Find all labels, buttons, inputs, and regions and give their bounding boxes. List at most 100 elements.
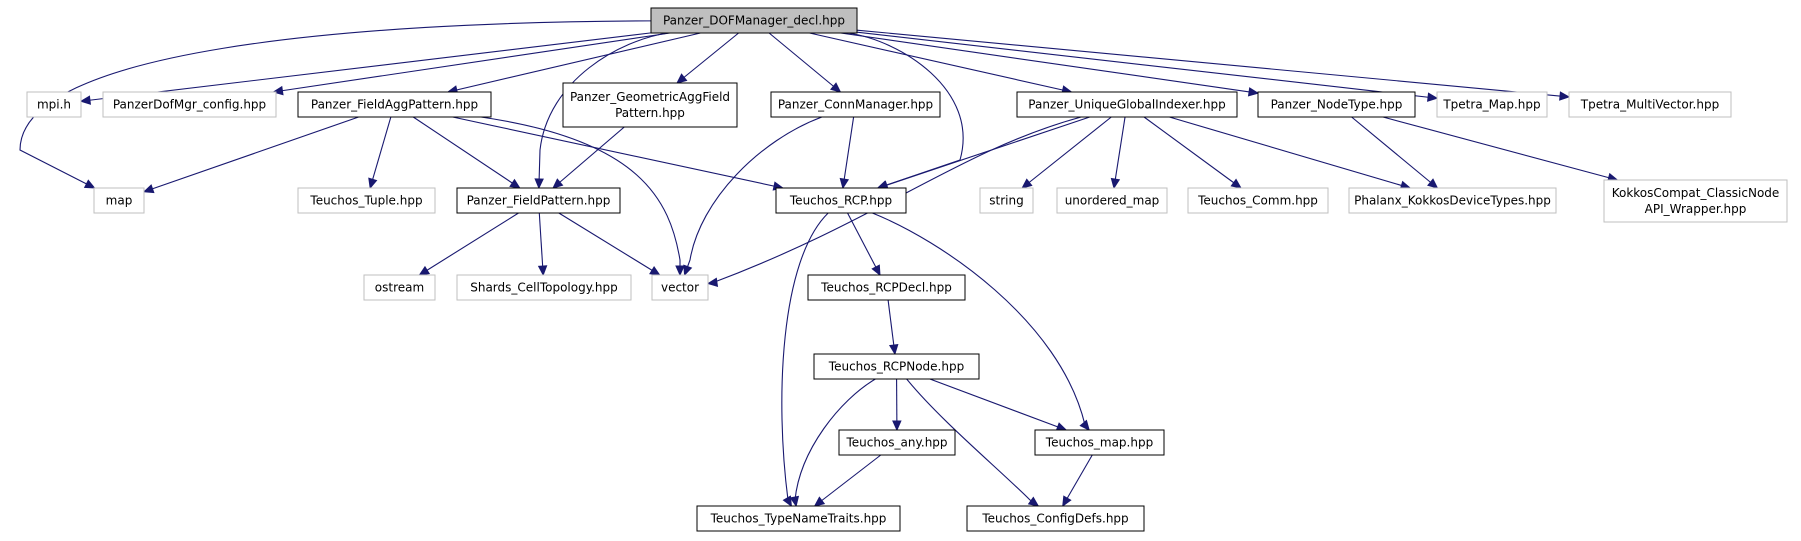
node-label: Teuchos_ConfigDefs.hpp <box>981 512 1128 526</box>
node-box <box>562 82 738 128</box>
node-comm: Teuchos_Comm.hpp <box>1187 187 1329 214</box>
edge-line <box>1113 116 1126 189</box>
node-shards: Shards_CellTopology.hpp <box>456 274 632 301</box>
edge-conn-to-vector <box>683 116 823 277</box>
node-label: Teuchos_map.hpp <box>1045 436 1153 450</box>
edge-line <box>19 20 652 189</box>
edge-arrowhead <box>1021 178 1033 189</box>
node-fieldpat[interactable]: Panzer_FieldPattern.hpp <box>456 187 621 214</box>
edge-line <box>538 212 544 276</box>
edge-line <box>1382 116 1618 181</box>
node-tmap[interactable]: Teuchos_map.hpp <box>1034 429 1165 456</box>
edge-line <box>412 116 521 189</box>
node-map: map <box>93 187 145 214</box>
edge-root-to-map <box>19 20 652 189</box>
node-box <box>1568 91 1732 118</box>
edge-line <box>480 116 681 275</box>
edge-rcpnode-to-tmap <box>929 378 1068 432</box>
edge-arrowhead <box>1062 495 1072 508</box>
node-fieldagg[interactable]: Panzer_FieldAggPattern.hpp <box>297 91 492 118</box>
edge-arrowhead <box>871 264 881 277</box>
node-configdefs[interactable]: Teuchos_ConfigDefs.hpp <box>966 505 1145 532</box>
edge-fieldpat-to-ostream <box>418 212 519 276</box>
edge-line <box>847 212 881 276</box>
node-label: Teuchos_RCPDecl.hpp <box>820 281 952 295</box>
node-label: ostream <box>375 281 424 295</box>
edge-arrowhead <box>1055 422 1068 432</box>
node-rcp[interactable]: Teuchos_RCP.hpp <box>775 187 907 214</box>
node-label: vector <box>661 281 699 295</box>
edge-arrowhead <box>79 95 92 105</box>
edge-fieldagg-to-fieldpat <box>412 116 521 189</box>
node-mpi: mpi.h <box>26 91 82 118</box>
node-box <box>966 505 1145 532</box>
edge-line <box>552 126 625 189</box>
node-box <box>1034 429 1165 456</box>
node-box <box>363 274 436 301</box>
edge-arrowhead <box>888 343 899 356</box>
edge-fieldpat-to-shards <box>537 212 548 277</box>
node-box <box>456 187 621 214</box>
edge-line <box>781 212 829 507</box>
edge-arrowhead <box>142 184 155 194</box>
edge-line <box>80 32 652 102</box>
node-label: Teuchos_TypeNameTraits.hpp <box>710 512 887 526</box>
node-nodetype[interactable]: Panzer_NodeType.hpp <box>1257 91 1416 118</box>
edge-line <box>684 116 823 276</box>
edge-arrowhead <box>676 73 688 84</box>
node-label: map <box>106 194 133 208</box>
node-label: string <box>989 194 1023 208</box>
edge-conn-to-rcp <box>839 116 855 190</box>
node-rcpdecl[interactable]: Teuchos_RCPDecl.hpp <box>807 274 966 301</box>
edge-line <box>847 32 964 189</box>
edge-arrowhead <box>675 265 685 277</box>
edge-root-to-conn <box>768 32 842 93</box>
edge-arrowhead <box>892 420 902 432</box>
node-label: API_Wrapper.hpp <box>1645 202 1747 216</box>
node-tpmap: Tpetra_Map.hpp <box>1436 91 1548 118</box>
edge-ugi-to-phalanx <box>1169 116 1412 190</box>
node-ostream: ostream <box>363 274 436 301</box>
node-tpmv: Tpetra_MultiVector.hpp <box>1568 91 1732 118</box>
edge-line <box>768 32 841 93</box>
node-any[interactable]: Teuchos_any.hpp <box>838 429 956 456</box>
node-label: unordered_map <box>1065 194 1160 208</box>
node-box <box>1187 187 1329 214</box>
edge-arrowhead <box>782 495 793 508</box>
edge-fieldagg-to-rcp <box>452 116 785 191</box>
node-rcpnode[interactable]: Teuchos_RCPNode.hpp <box>813 353 980 380</box>
edge-arrowhead <box>839 177 850 190</box>
edge-arrowhead <box>1079 419 1090 431</box>
edge-line <box>558 212 660 276</box>
node-label: KokkosCompat_ClassicNode <box>1612 186 1780 200</box>
node-box <box>297 91 492 118</box>
edge-rcpnode-to-typename <box>789 378 876 508</box>
node-label: PanzerDofMgr_config.hpp <box>113 98 266 112</box>
edge-geomagg-to-fieldpat <box>552 126 625 189</box>
node-box <box>1436 91 1548 118</box>
edge-arrowhead <box>683 264 693 277</box>
edge-root-to-tpmap <box>856 31 1439 102</box>
node-label: Panzer_FieldPattern.hpp <box>467 194 611 208</box>
node-root[interactable]: Panzer_DOFManager_decl.hpp <box>650 7 858 34</box>
node-typename[interactable]: Teuchos_TypeNameTraits.hpp <box>696 505 901 532</box>
edge-rcp-to-rcpdecl <box>847 212 881 277</box>
edge-ugi-to-string <box>1021 116 1112 189</box>
edges-layer <box>19 20 1619 508</box>
node-conn[interactable]: Panzer_ConnManager.hpp <box>770 91 941 118</box>
edge-arrowhead <box>1027 496 1040 507</box>
node-label: Panzer_ConnManager.hpp <box>778 98 933 112</box>
node-label: Teuchos_RCP.hpp <box>789 194 892 208</box>
edge-line <box>814 454 882 507</box>
node-ugi[interactable]: Panzer_UniqueGlobalIndexer.hpp <box>1016 91 1238 118</box>
edge-rcpdecl-to-rcpnode <box>887 299 899 356</box>
node-box <box>93 187 145 214</box>
edge-line <box>856 29 1570 98</box>
edge-rcpnode-to-any <box>892 378 902 432</box>
edge-arrowhead <box>1427 178 1439 189</box>
edge-arrowhead <box>649 265 661 276</box>
node-label: Teuchos_Comm.hpp <box>1197 194 1318 208</box>
